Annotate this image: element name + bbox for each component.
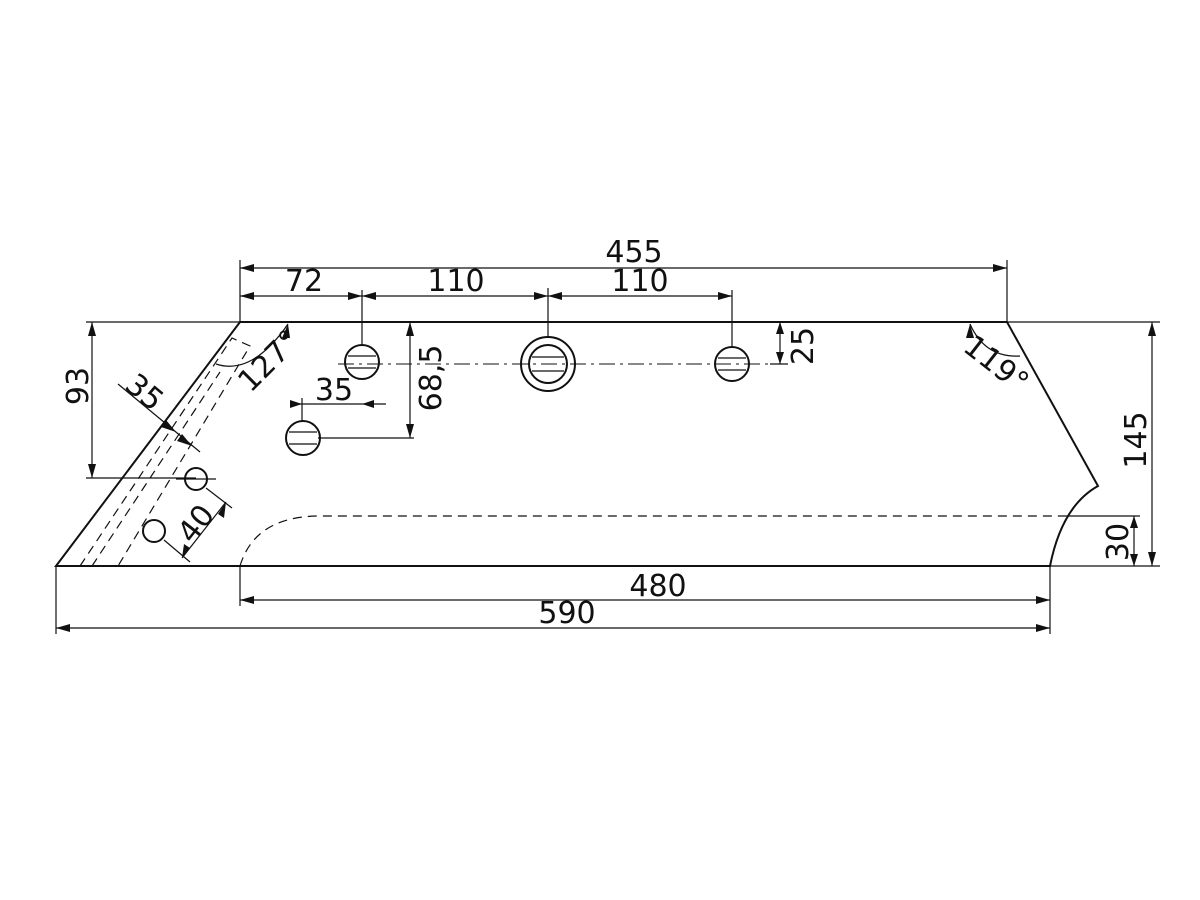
dimension-lines — [56, 264, 1156, 632]
dim-overall-height: 145 — [1119, 411, 1154, 468]
dim-bottom-length: 480 — [629, 569, 686, 604]
dim-bevel-hole-spacing: 40 — [171, 498, 222, 550]
dim-lower-hole-depth: 68,5 — [414, 345, 449, 412]
dim-left-height: 93 — [61, 367, 96, 405]
extension-lines — [55, 260, 1160, 634]
lower-hole — [285, 420, 321, 456]
bevel-hidden-inner — [91, 371, 221, 567]
dim-hole-depth: 25 — [786, 327, 821, 365]
dim-overall-top: 455 — [605, 235, 662, 270]
dim-angle-left: 127° — [231, 323, 307, 399]
dim-overall-length: 590 — [538, 596, 595, 631]
bevel-hidden-outer — [79, 337, 251, 567]
lower-hidden-edge — [239, 515, 1058, 567]
dim-offset-first-hole: 72 — [285, 264, 323, 299]
part-outline — [53, 321, 1100, 567]
blade-outline — [53, 321, 1100, 567]
dim-notch-height: 30 — [1101, 523, 1136, 561]
bevel-hole-lower — [142, 519, 166, 543]
dim-lower-hole-offset: 35 — [315, 373, 353, 408]
dim-angle-right: 119° — [957, 328, 1035, 400]
dimension-texts: 455 72 110 110 25 93 35 68,5 127° 119° 3… — [61, 235, 1154, 631]
dim-hole-spacing-1: 110 — [427, 264, 484, 299]
dim-hole-spacing-2: 110 — [611, 264, 668, 299]
hidden-lines — [79, 337, 1058, 567]
dim-bevel-width: 35 — [118, 367, 170, 418]
